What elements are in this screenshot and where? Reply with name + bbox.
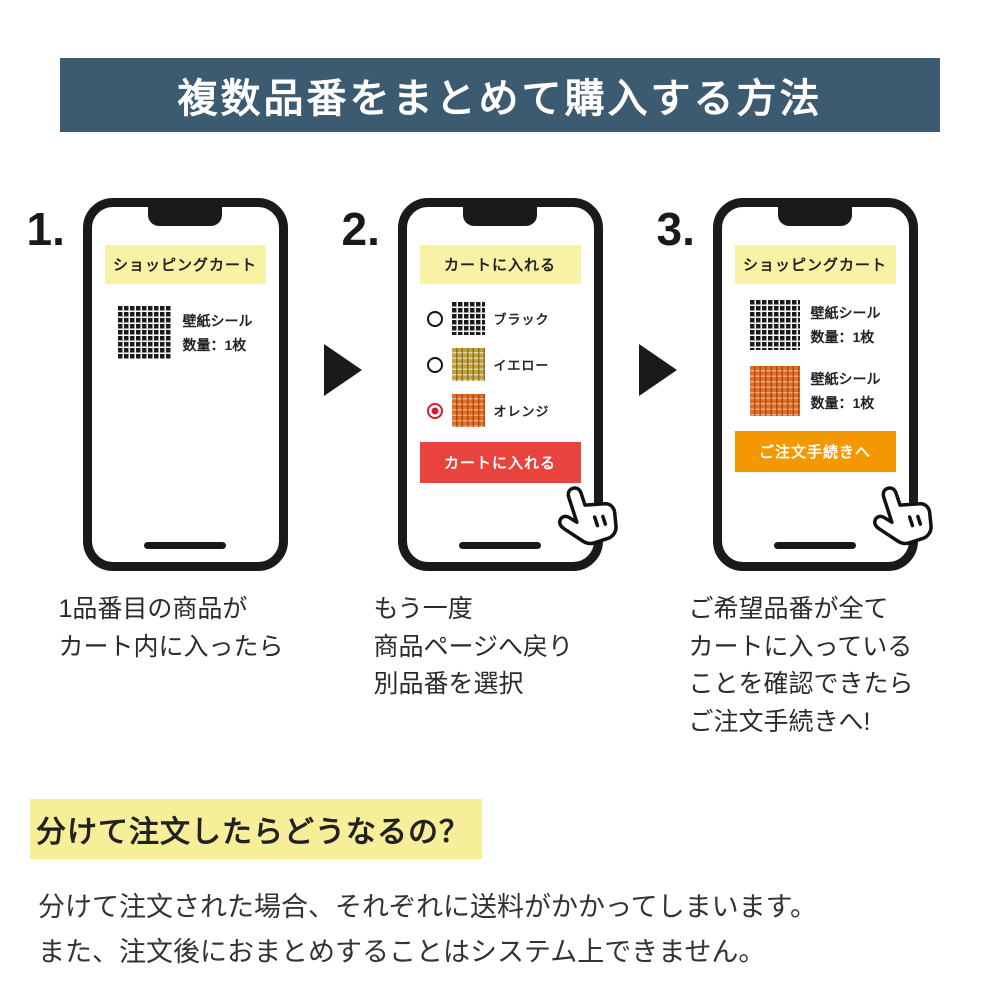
cart-header: ショッピングカート: [104, 245, 266, 284]
step-2-number: 2.: [341, 203, 380, 255]
swatch-black-icon: [117, 306, 172, 360]
cart-item: 壁紙シール 数量：1枚: [92, 306, 279, 360]
swatch-orange-icon: [749, 366, 800, 416]
phone-notch-icon: [463, 206, 537, 226]
arrow-right-icon: [323, 344, 362, 396]
phone-step-3: ショッピングカート 壁紙シール 数量：1枚 壁紙シール 数量：1枚 ご注文手続き…: [712, 198, 933, 571]
phone-notch-icon: [778, 206, 852, 226]
phone-step-1: ショッピングカート 壁紙シール 数量：1枚: [82, 198, 288, 571]
phone-step-2: カートに入れる ブラック イエロー オレンジ: [397, 198, 618, 571]
option-yellow[interactable]: イエロー: [426, 348, 594, 381]
arrow-right-icon: [638, 344, 677, 396]
steps-row: 1. ショッピングカート 壁紙シール 数量：1枚 1品番目の商品が カート内に入…: [0, 198, 1000, 741]
step-3: 3. ショッピングカート 壁紙シール 数量：1枚 壁紙シール 数量：1枚: [657, 198, 933, 741]
step-2: 2. カートに入れる ブラック イエロー: [342, 198, 618, 741]
add-to-cart-button[interactable]: カートに入れる: [419, 442, 581, 483]
title-banner: 複数品番をまとめて購入する方法: [60, 58, 940, 132]
checkout-button[interactable]: ご注文手続きへ: [734, 431, 896, 472]
hand-cursor-icon: [557, 486, 618, 546]
home-indicator: [144, 542, 226, 549]
step-1-caption: 1品番目の商品が カート内に入ったら: [58, 595, 284, 661]
swatch-orange-icon: [451, 394, 485, 427]
color-options: ブラック イエロー オレンジ: [426, 302, 594, 427]
arrow-col-1: [288, 198, 398, 741]
step-1-number: 1.: [26, 203, 65, 255]
cart-item: 壁紙シール 数量：1枚: [722, 366, 909, 416]
option-black[interactable]: ブラック: [426, 302, 594, 335]
note-heading: 分けて注文したらどうなるの？: [30, 799, 482, 859]
radio-unselected-icon[interactable]: [426, 310, 443, 327]
cart-header: ショッピングカート: [734, 245, 896, 284]
step-3-caption: ご希望品番が全て カートに入っている ことを確認できたら ご注文手続きへ!: [688, 595, 914, 736]
product-quantity: 数量：1枚: [810, 395, 875, 411]
cart-item-text: 壁紙シール 数量：1枚: [811, 367, 881, 416]
product-name: 壁紙シール: [810, 370, 881, 387]
cart-item: 壁紙シール 数量：1枚: [722, 300, 909, 350]
swatch-black-icon: [749, 300, 800, 350]
product-name: 壁紙シール: [810, 304, 881, 321]
product-name: 壁紙シール: [182, 312, 253, 329]
phone-notch-icon: [148, 206, 222, 226]
step-3-number: 3.: [656, 203, 695, 255]
radio-selected-icon[interactable]: [426, 402, 443, 419]
arrow-col-2: [603, 198, 713, 741]
cart-item-text: 壁紙シール 数量：1枚: [811, 301, 881, 350]
hand-cursor-icon: [872, 486, 933, 546]
note-section: 分けて注文したらどうなるの？ 分けて注文された場合、それぞれに送料がかかってしま…: [30, 799, 970, 974]
home-indicator: [459, 542, 541, 549]
option-orange[interactable]: オレンジ: [426, 394, 594, 427]
home-indicator: [774, 542, 856, 549]
product-quantity: 数量：1枚: [810, 329, 875, 345]
step-1: 1. ショッピングカート 壁紙シール 数量：1枚 1品番目の商品が カート内に入…: [27, 198, 288, 741]
cart-item-text: 壁紙シール 数量：1枚: [183, 309, 253, 358]
radio-unselected-icon[interactable]: [426, 356, 443, 373]
page-title: 複数品番をまとめて購入する方法: [177, 77, 823, 121]
swatch-black-icon: [451, 302, 485, 335]
swatch-yellow-icon: [451, 348, 485, 381]
step-2-caption: もう一度 商品ページへ戻り 別品番を選択: [373, 595, 574, 698]
note-body: 分けて注文された場合、それぞれに送料がかかってしまいます。 また、注文後におまと…: [38, 892, 817, 967]
product-quantity: 数量：1枚: [182, 337, 247, 353]
product-page-header: カートに入れる: [419, 245, 581, 284]
